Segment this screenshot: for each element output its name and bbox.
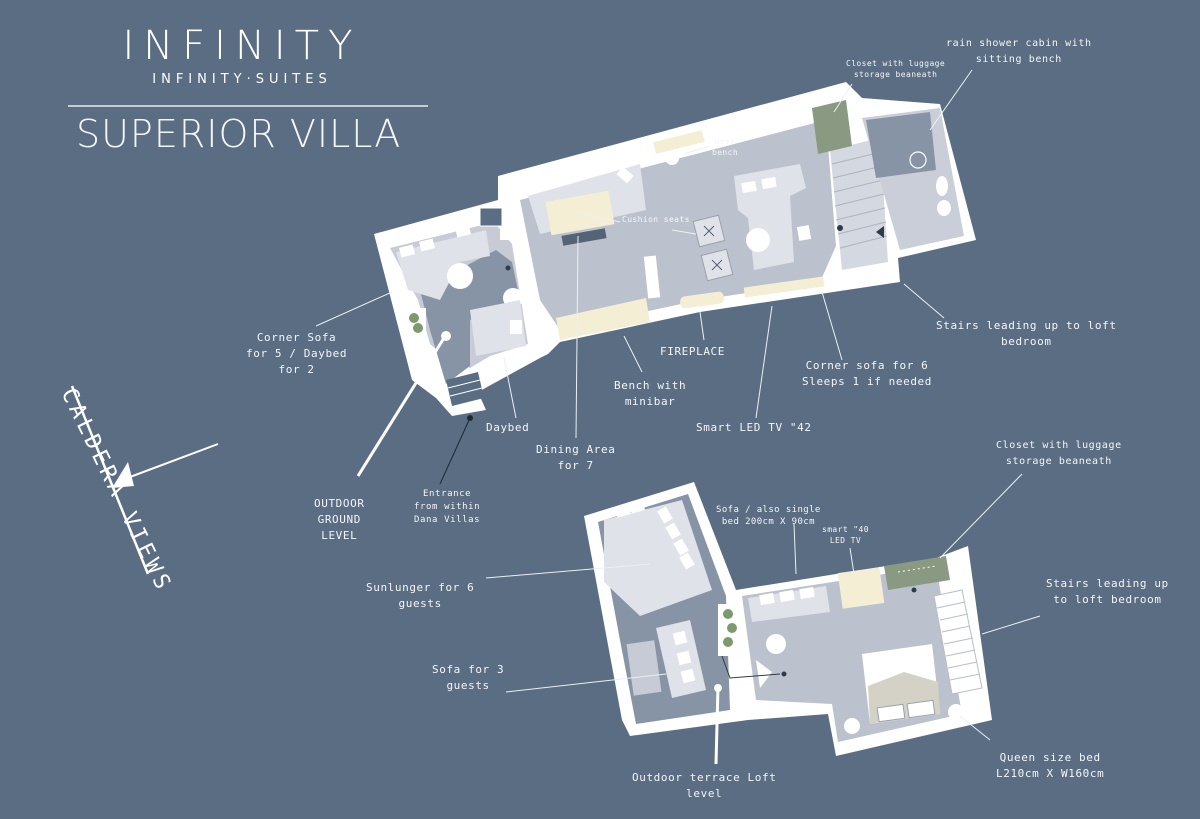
sunlunger bbox=[604, 500, 712, 616]
desk bbox=[653, 130, 705, 154]
label-cushion-seats: Cushion seats bbox=[622, 215, 690, 224]
shower-drain-icon bbox=[909, 151, 927, 169]
label-tv-ground: Smart LED TV "42 bbox=[696, 421, 812, 434]
loft-side-table bbox=[766, 634, 786, 654]
brand-logo: INFINITY INFINITY·SUITES bbox=[116, 22, 368, 87]
planter-left bbox=[404, 308, 426, 338]
terrace-pointer bbox=[714, 685, 720, 765]
label-daybed: Daybed bbox=[486, 421, 530, 434]
dining-chairs-bottom bbox=[561, 228, 607, 246]
label-fireplace: FIREPLACE bbox=[660, 345, 726, 358]
entrance-steps bbox=[446, 372, 484, 406]
nightstand-left bbox=[844, 718, 860, 734]
tv-unit bbox=[743, 276, 825, 298]
leader-lines bbox=[315, 69, 1041, 741]
loft-plan bbox=[584, 482, 992, 756]
loft-stairs bbox=[933, 589, 983, 695]
outdoor-ground-pointer bbox=[356, 337, 446, 477]
lounge-table bbox=[447, 263, 473, 289]
brand-wordmark: INFINITY bbox=[122, 23, 362, 69]
fireplace bbox=[680, 291, 724, 309]
bench-minibar bbox=[556, 298, 650, 340]
caldera-views-arrow bbox=[70, 385, 219, 575]
desk-chair bbox=[665, 151, 679, 165]
ground-closet bbox=[812, 100, 852, 154]
loft-closet bbox=[884, 556, 950, 590]
shower-cabin bbox=[866, 112, 936, 178]
ground-floor-plan bbox=[374, 82, 976, 416]
ground-steps bbox=[479, 207, 503, 227]
loft-tv-unit bbox=[837, 567, 885, 609]
daybed-shape bbox=[470, 300, 526, 356]
stairs-arrow-icon bbox=[876, 226, 884, 238]
terrace-table bbox=[626, 640, 662, 696]
corner-sofa-5 bbox=[396, 230, 490, 300]
toilet-icon bbox=[936, 176, 948, 196]
page-title: SUPERIOR VILLA bbox=[76, 112, 402, 156]
entrance-leader bbox=[439, 417, 471, 485]
sink-icon bbox=[937, 200, 951, 216]
brand-subtitle: INFINITY·SUITES bbox=[152, 72, 332, 87]
arrow-head-icon bbox=[112, 462, 134, 488]
coffee-table bbox=[746, 228, 770, 252]
ground-stairs bbox=[830, 138, 888, 270]
